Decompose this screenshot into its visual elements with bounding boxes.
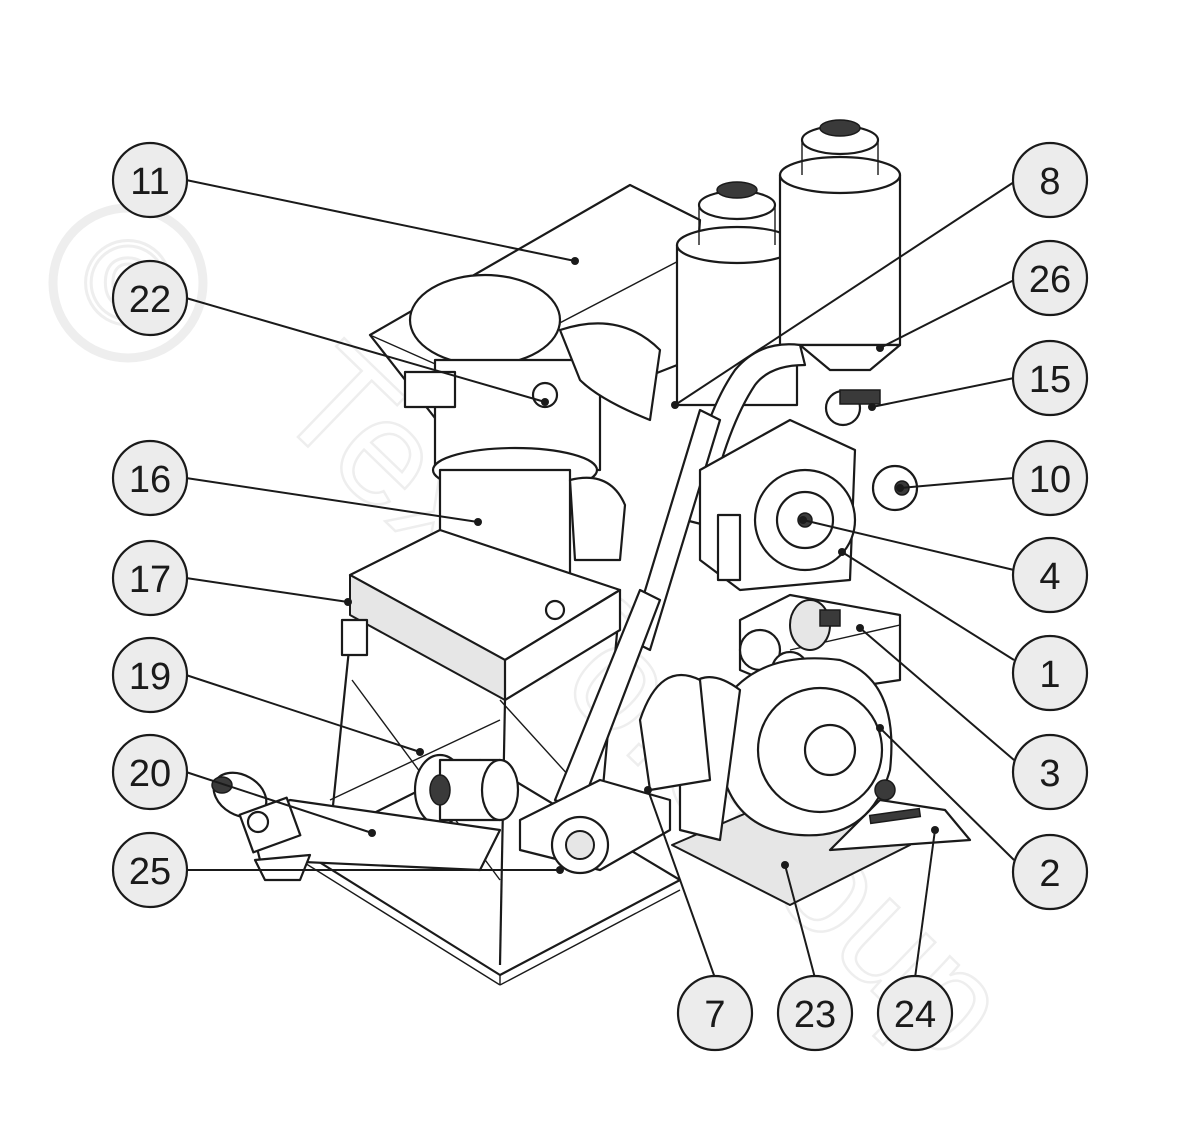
callout-label: 24: [894, 994, 936, 1036]
callout-16: 16: [111, 439, 189, 517]
callout-25: 25: [111, 831, 189, 909]
callout-label: 10: [1029, 459, 1071, 501]
callout-2: 2: [1011, 833, 1089, 911]
callout-label: 15: [1029, 359, 1071, 401]
fan-housing-2: [678, 657, 896, 842]
filter-cylinders: [675, 119, 902, 407]
callout-label: 3: [1039, 753, 1060, 795]
callout-label: 1: [1039, 654, 1060, 696]
callout-1: 1: [1011, 634, 1089, 712]
leader-dots: [344, 257, 939, 874]
callout-22: 22: [111, 259, 189, 337]
leader-lines: [185, 179, 1015, 979]
callout-4: 4: [1011, 536, 1089, 614]
callout-label: 4: [1039, 556, 1060, 598]
callout-24: 24: [876, 974, 954, 1052]
callout-8: 8: [1011, 141, 1089, 219]
motor-19: [413, 753, 520, 827]
callout-label: 20: [129, 753, 171, 795]
callout-label: 17: [129, 559, 171, 601]
callout-7: 7: [676, 974, 754, 1052]
callout-label: 26: [1029, 259, 1071, 301]
callout-17: 17: [111, 539, 189, 617]
callout-label: 8: [1039, 161, 1060, 203]
callout-label: 16: [129, 459, 171, 501]
callout-label: 23: [794, 994, 836, 1036]
tank-frame-17: [340, 528, 622, 702]
callout-3: 3: [1011, 733, 1089, 811]
callout-label: 22: [129, 279, 171, 321]
machine-illustration: [211, 119, 972, 986]
blower-4: [698, 418, 857, 592]
callout-label: 11: [130, 161, 169, 203]
callout-23: 23: [776, 974, 854, 1052]
callout-15: 15: [1011, 339, 1089, 417]
callout-label: 25: [129, 851, 171, 893]
callout-label: 2: [1039, 853, 1060, 895]
callout-11: 11: [111, 141, 189, 219]
drive-unit-7: [518, 674, 712, 875]
callout-label: 7: [704, 994, 725, 1036]
callout-19: 19: [111, 636, 189, 714]
callout-label: 19: [129, 656, 171, 698]
callout-20: 20: [111, 733, 189, 811]
callout-10: 10: [1011, 439, 1089, 517]
callout-26: 26: [1011, 239, 1089, 317]
